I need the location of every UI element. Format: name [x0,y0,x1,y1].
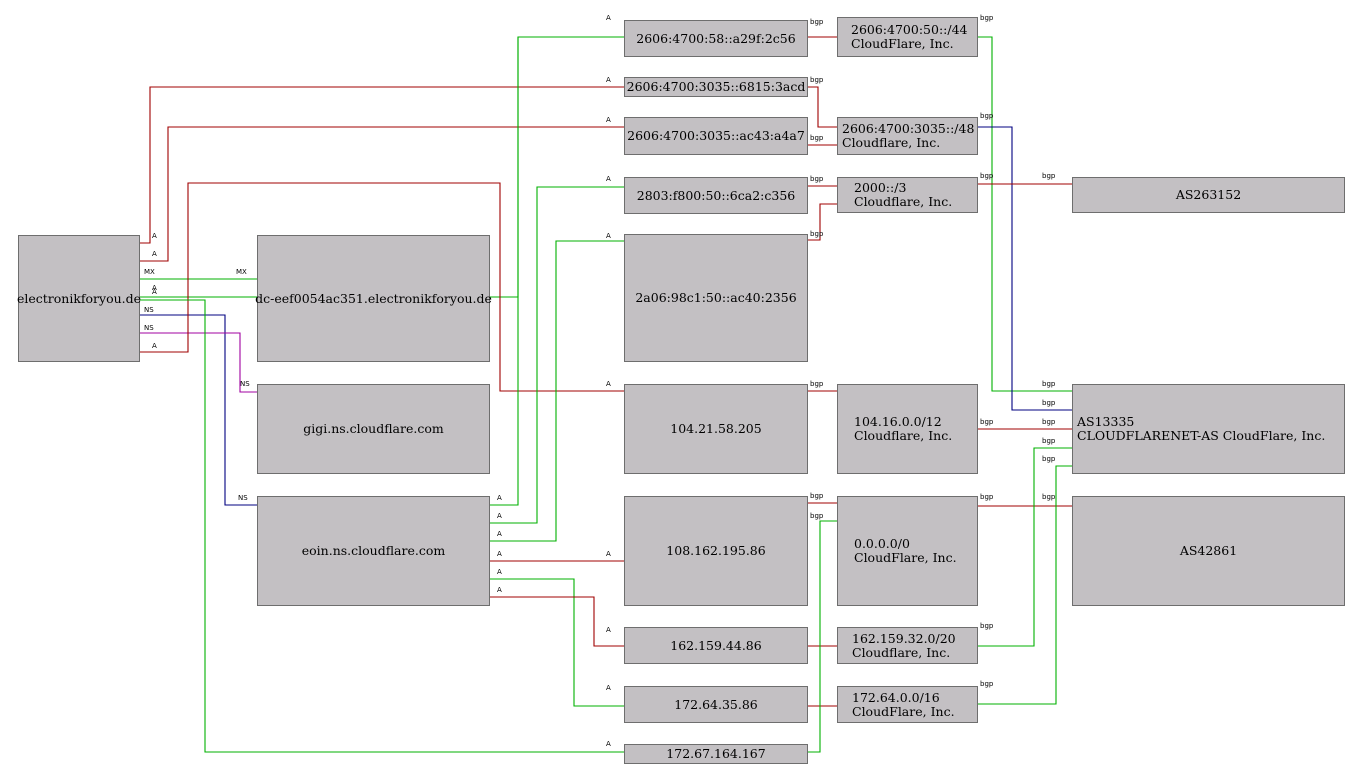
node-ns-gigi[interactable]: gigi.ns.cloudflare.com [257,384,490,474]
edge-domain-ip6-2-label-tail: A [152,232,157,240]
edge-pfx-1-as13335-label-tail: bgp [980,14,994,22]
edge-domain-ip4-5-label-head: A [606,740,611,748]
edge-eoin-ip4-3 [490,596,624,647]
edge-ip4-5-pfx-5-label-head: bgp [810,512,824,520]
node-prefix-2[interactable]: 2606:4700:3035::/48 Cloudflare, Inc. [837,117,978,155]
edge-ip6-5-pfx-3 [808,203,837,241]
edge-eoin-ip6-1-label-tail: A [497,494,502,502]
edge-domain-mx-label-head: MX [236,268,247,276]
edge-domain-ip4-1-label-tail: A [152,342,157,350]
edge-eoin-ip4-3-label-tail: A [497,586,502,594]
node-ip6-1[interactable]: 2606:4700:58::a29f:2c56 [624,20,808,57]
edge-domain-ip6-3 [140,126,624,262]
edge-pfx-7-as13335-label-tail: bgp [980,680,994,688]
edge-eoin-ip4-4-label-head: A [606,684,611,692]
edge-ip4-1-pfx-4-label-head: bgp [810,380,824,388]
edge-pfx-4-as13335-label-head: bgp [1042,418,1056,426]
edge-ip4-5-pfx-5 [808,520,837,753]
edge-eoin-ip6-4-label-head: A [606,175,611,183]
edge-pfx-5-as42861-label-tail: bgp [980,493,994,501]
edge-pfx-6-as13335 [978,447,1072,647]
node-prefix-3[interactable]: 2000::/3 Cloudflare, Inc. [837,177,978,213]
node-ip6-4[interactable]: 2803:f800:50::6ca2:c356 [624,177,808,214]
edge-pfx-2-as13335-label-head: bgp [1042,399,1056,407]
edge-eoin-ip6-4 [490,186,624,524]
node-as-263152[interactable]: AS263152 [1072,177,1345,213]
edge-domain-ip6-1-label-tail: A [152,288,157,296]
edge-domain-ns-eoin-label-head: NS [238,494,248,502]
edge-eoin-ip6-5-label-tail: A [497,530,502,538]
edge-domain-ip4-5 [140,299,624,753]
node-ip4-1[interactable]: 104.21.58.205 [624,384,808,474]
node-ip4-5[interactable]: 172.67.164.167 [624,744,808,764]
edge-domain-ip6-3-label-tail: A [152,250,157,258]
edge-pfx-3-as263152-label-tail: bgp [980,172,994,180]
edge-pfx-2-as13335-label-tail: bgp [980,112,994,120]
edge-domain-ns-gigi-label-head: NS [240,380,250,388]
edge-pfx-6-as13335-label-tail: bgp [980,622,994,630]
edge-pfx-5-as42861-label-head: bgp [1042,493,1056,501]
node-domain[interactable]: electronikforyou.de [17,235,141,362]
node-as-42861[interactable]: AS42861 [1072,496,1345,606]
edge-pfx-2-as13335 [978,126,1072,411]
edge-domain-ns-gigi [140,332,257,393]
edge-eoin-ip4-2-label-head: A [606,550,611,558]
edge-domain-ip4-1 [140,182,624,392]
edge-domain-ip4-5-label-tail: A [152,284,157,292]
edge-eoin-ip4-2-label-tail: A [497,550,502,558]
node-as-13335[interactable]: AS13335 CLOUDFLARENET-AS CloudFlare, Inc… [1072,384,1345,474]
edge-ip6-5-pfx-3-label-head: bgp [810,230,824,238]
node-prefix-1[interactable]: 2606:4700:50::/44 CloudFlare, Inc. [837,17,978,57]
edge-eoin-ip6-1 [490,37,519,506]
edge-eoin-ip4-4-label-tail: A [497,568,502,576]
edge-domain-ns-eoin [140,314,257,506]
node-ip4-3[interactable]: 162.159.44.86 [624,627,808,664]
node-mx-host[interactable]: dc-eef0054ac351.electronikforyou.de [255,235,492,362]
edge-ip4-2-pfx-5-label-head: bgp [810,492,824,500]
node-ip6-5[interactable]: 2a06:98c1:50::ac40:2356 [624,234,808,362]
node-ip6-2[interactable]: 2606:4700:3035::6815:3acd [624,77,808,97]
node-prefix-5[interactable]: 0.0.0.0/0 CloudFlare, Inc. [837,496,978,606]
edge-pfx-1-as13335 [978,36,1072,392]
edge-domain-ip4-1-label-head: A [606,380,611,388]
edge-domain-ns-eoin-label-tail: NS [144,306,154,314]
edge-domain-ns-gigi-label-tail: NS [144,324,154,332]
edge-pfx-3-as263152-label-head: bgp [1042,172,1056,180]
edge-domain-ip6-3-label-head: A [606,116,611,124]
edge-eoin-ip6-5-label-head: A [606,232,611,240]
edge-pfx-1-as13335-label-head: bgp [1042,380,1056,388]
edge-ip6-1-pfx-1-label-head: bgp [810,18,824,26]
edge-eoin-ip6-4-label-tail: A [497,512,502,520]
edge-domain-ip6-2 [140,86,624,244]
edge-pfx-4-as13335-label-tail: bgp [980,418,994,426]
node-ip6-3[interactable]: 2606:4700:3035::ac43:a4a7 [624,117,808,155]
edge-ip6-4-pfx-3-label-head: bgp [810,175,824,183]
edge-domain-ip6-1-label-head: A [606,14,611,22]
edge-eoin-ip4-3-label-head: A [606,626,611,634]
edge-ip6-3-pfx-2-label-head: bgp [810,134,824,142]
node-prefix-7[interactable]: 172.64.0.0/16 CloudFlare, Inc. [837,686,978,723]
node-ns-eoin[interactable]: eoin.ns.cloudflare.com [257,496,490,606]
node-ip4-4[interactable]: 172.64.35.86 [624,686,808,723]
edge-pfx-6-as13335-label-head: bgp [1042,437,1056,445]
edge-ip6-2-pfx-2-label-head: bgp [810,76,824,84]
node-prefix-4[interactable]: 104.16.0.0/12 Cloudflare, Inc. [837,384,978,474]
edge-domain-ip6-2-label-head: A [606,76,611,84]
edge-eoin-ip4-4 [490,578,624,707]
node-prefix-6[interactable]: 162.159.32.0/20 Cloudflare, Inc. [837,627,978,664]
edge-pfx-7-as13335 [978,465,1072,705]
edge-eoin-ip6-5 [490,240,624,542]
edge-ip6-2-pfx-2 [808,86,837,128]
edge-domain-mx-label-tail: MX [144,268,155,276]
edge-pfx-7-as13335-label-head: bgp [1042,455,1056,463]
node-ip4-2[interactable]: 108.162.195.86 [624,496,808,606]
